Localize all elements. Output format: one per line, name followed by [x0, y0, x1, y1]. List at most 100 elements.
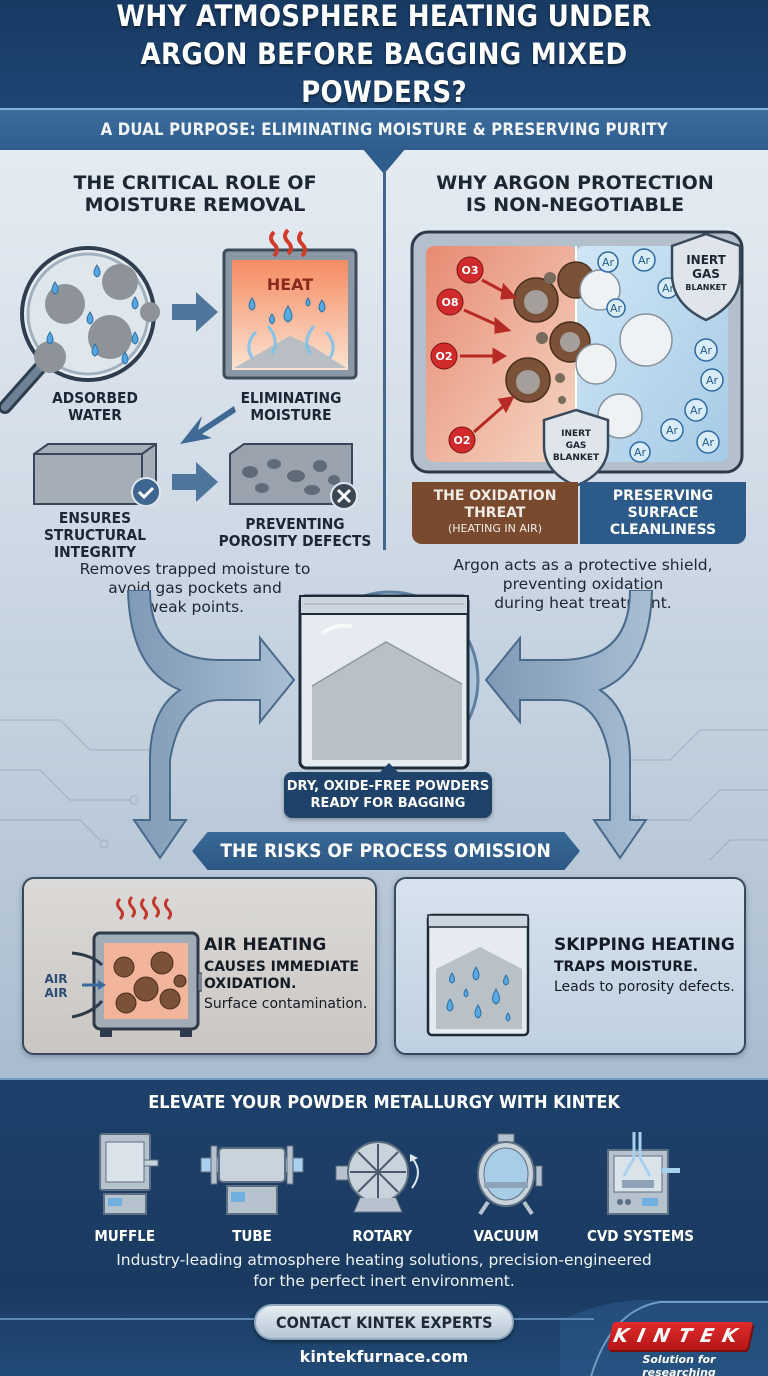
- product-label: VACUUM: [473, 1227, 539, 1245]
- website-link[interactable]: kintekfurnace.com: [0, 1347, 768, 1366]
- caption-line: PRESERVING: [612, 488, 714, 504]
- page-subtitle: A DUAL PURPOSE: ELIMINATING MOISTURE & P…: [100, 120, 668, 140]
- product-label: ROTARY: [352, 1227, 412, 1245]
- moisture-section-title: THE CRITICAL ROLE OF MOISTURE REMOVAL: [20, 172, 370, 216]
- svg-text:AIR: AIR: [45, 986, 68, 1000]
- desc-line: for the perfect inert environment.: [253, 1272, 515, 1290]
- risk-card-subtitle: OXIDATION.: [204, 976, 297, 992]
- risk-card-title: AIR HEATING: [204, 935, 327, 955]
- risk-card-subtitle: CAUSES IMMEDIATE: [204, 959, 359, 975]
- product-label: TUBE: [232, 1227, 272, 1245]
- label-line: POROSITY DEFECTS: [218, 532, 372, 550]
- svg-text:Ar: Ar: [702, 436, 715, 449]
- svg-text:BLANKET: BLANKET: [553, 453, 600, 463]
- skipping-heating-text: SKIPPING HEATING TRAPS MOISTURE. Leads t…: [554, 935, 744, 995]
- cta-line-right: [514, 1318, 594, 1320]
- air-heating-risk-card: AIR AIR AIR HEATING CAUSES IMMEDIATE OXI…: [22, 877, 377, 1055]
- svg-text:GAS: GAS: [566, 441, 587, 451]
- oxidation-vs-argon-illustration: O3 O8 O2 O2 Ar Ar Ar Ar Ar Ar Ar Ar Ar A…: [410, 230, 744, 488]
- caption-line: (HEATING IN AIR): [447, 522, 543, 535]
- cvd-system-icon: [607, 1132, 680, 1215]
- svg-text:BLANKET: BLANKET: [685, 283, 727, 292]
- svg-text:HEAT: HEAT: [267, 275, 313, 294]
- air-furnace-icon: AIR AIR: [45, 895, 202, 1037]
- moisture-description: Removes trapped moisture to avoid gas po…: [40, 560, 350, 617]
- arrow-right-icon: [172, 462, 218, 502]
- product-muffle[interactable]: MUFFLE: [65, 1132, 185, 1245]
- label-line: WATER: [68, 406, 122, 424]
- label-line: INTEGRITY: [53, 543, 137, 561]
- product-rotary[interactable]: ROTARY: [322, 1132, 442, 1245]
- dry-powders-caption: DRY, OXIDE-FREE POWDERS READY FOR BAGGIN…: [284, 763, 492, 818]
- label-line: STRUCTURAL: [43, 526, 147, 544]
- label-line: ELIMINATING: [240, 389, 342, 407]
- kintek-logo: KINTEK: [607, 1322, 753, 1350]
- arrow-down-left-icon: [180, 406, 236, 444]
- desc-line: Industry-leading atmosphere heating solu…: [116, 1251, 652, 1269]
- footer-title: ELEVATE YOUR POWDER METALLURGY WITH KINT…: [0, 1092, 768, 1113]
- eliminating-moisture-label: ELIMINATING MOISTURE: [222, 390, 360, 424]
- tube-furnace-icon: [200, 1145, 304, 1215]
- product-cvd-systems[interactable]: CVD SYSTEMS: [580, 1132, 700, 1245]
- risk-card-title: SKIPPING HEATING: [554, 935, 735, 955]
- structural-integrity-label: ENSURES STRUCTURAL INTEGRITY: [26, 510, 164, 561]
- moisture-title-line1: THE CRITICAL ROLE OF: [73, 172, 317, 194]
- skipping-heating-risk-card: SKIPPING HEATING TRAPS MOISTURE. Leads t…: [394, 877, 746, 1055]
- product-tube[interactable]: TUBE: [192, 1132, 312, 1245]
- subtitle-band: A DUAL PURPOSE: ELIMINATING MOISTURE & P…: [0, 108, 768, 150]
- caption-line: CLEANLINESS: [609, 522, 717, 538]
- center-divider: [383, 170, 386, 550]
- desc-line: weak points.: [145, 598, 245, 616]
- desc-line: avoid gas pockets and: [108, 579, 282, 597]
- product-label: MUFFLE: [94, 1227, 156, 1245]
- page-title-text: WHY ATMOSPHERE HEATING UNDER ARGON BEFOR…: [116, 0, 652, 109]
- desc-line: Removes trapped moisture to: [79, 560, 311, 578]
- logo-tagline: Solution for researching: [642, 1353, 716, 1376]
- caption-line: READY FOR BAGGING: [310, 796, 466, 811]
- muffle-furnace-icon: [99, 1133, 159, 1215]
- adsorbed-water-label: ADSORBED WATER: [26, 390, 164, 424]
- wet-powder-bag-icon: [426, 913, 530, 1037]
- svg-text:O8: O8: [441, 296, 458, 309]
- porous-block-x-icon: [229, 443, 358, 510]
- label-line: MOISTURE: [250, 406, 332, 424]
- argon-title-line2: IS NON-NEGOTIABLE: [465, 194, 685, 216]
- website-text: kintekfurnace.com: [299, 1347, 469, 1366]
- svg-text:Ar: Ar: [700, 344, 713, 357]
- risk-card-description: Surface contamination.: [204, 996, 368, 1012]
- svg-text:INERT: INERT: [686, 253, 726, 267]
- svg-text:Ar: Ar: [634, 446, 647, 459]
- contact-experts-button[interactable]: CONTACT KINTEK EXPERTS: [254, 1304, 514, 1340]
- subtitle-notch-decoration: [362, 148, 406, 174]
- cta-line-left: [0, 1318, 254, 1320]
- heat-chamber-icon: HEAT: [222, 228, 358, 380]
- magnifier-powder-water-icon: [0, 246, 160, 414]
- circuit-pattern-decoration: [0, 719, 768, 861]
- footer-title-text: ELEVATE YOUR POWDER METALLURGY WITH KINT…: [148, 1092, 620, 1113]
- svg-text:GAS: GAS: [692, 267, 720, 281]
- powder-bag-icon: [298, 594, 470, 770]
- svg-text:Ar: Ar: [690, 404, 703, 417]
- desc-line: during heat treatment.: [494, 594, 672, 612]
- oxidation-threat-caption: THE OXIDATION THREAT (HEATING IN AIR): [412, 482, 578, 544]
- risk-card-subtitle: TRAPS MOISTURE.: [554, 959, 699, 975]
- product-label: CVD SYSTEMS: [586, 1227, 694, 1245]
- desc-line: Argon acts as a protective shield,: [453, 556, 713, 574]
- label-line: PREVENTING: [245, 515, 345, 533]
- footer-description: Industry-leading atmosphere heating solu…: [0, 1250, 768, 1292]
- caption-line: THE OXIDATION: [433, 488, 557, 504]
- contact-experts-label: CONTACT KINTEK EXPERTS: [275, 1312, 493, 1332]
- svg-text:Ar: Ar: [662, 282, 675, 295]
- svg-text:AIR: AIR: [45, 972, 68, 986]
- svg-text:Ar: Ar: [602, 256, 615, 269]
- desc-line: preventing oxidation: [502, 575, 664, 593]
- caption-line: SURFACE: [627, 505, 699, 521]
- product-vacuum[interactable]: VACUUM: [446, 1132, 566, 1245]
- risks-title: THE RISKS OF PROCESS OMISSION: [220, 840, 552, 862]
- svg-text:O3: O3: [461, 264, 478, 277]
- label-line: ADSORBED: [52, 389, 138, 407]
- surface-cleanliness-caption: PRESERVING SURFACE CLEANLINESS: [580, 482, 746, 544]
- page-title: WHY ATMOSPHERE HEATING UNDER ARGON BEFOR…: [60, 0, 708, 111]
- argon-description: Argon acts as a protective shield, preve…: [410, 556, 756, 613]
- vacuum-furnace-icon: [477, 1133, 543, 1216]
